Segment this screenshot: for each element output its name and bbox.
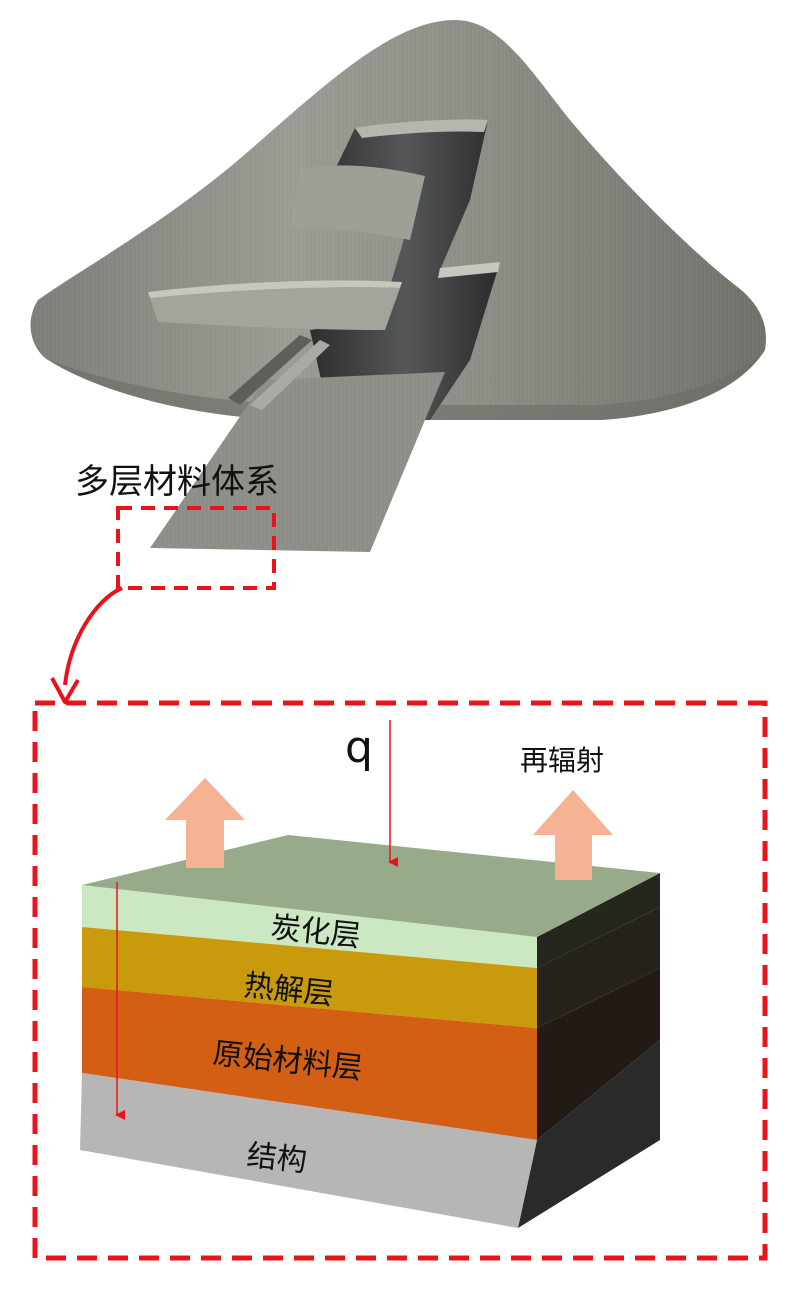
- peeled-layer-upper: [290, 165, 425, 240]
- detail-frame: [32, 700, 768, 1261]
- layer-front-pyrolysis: [82, 927, 537, 1028]
- up-block-arrow-icon-right: [533, 790, 613, 880]
- highlight-box-small: [116, 506, 276, 590]
- multilayer-system-label: 多层材料体系: [75, 462, 279, 502]
- curved-arrow-icon: [50, 586, 123, 704]
- reradiation-label: 再辐射: [520, 744, 604, 777]
- top-surface: [82, 835, 660, 937]
- layer-front-virgin: [82, 987, 537, 1140]
- layer-front-structure: [80, 1073, 537, 1228]
- layer-stack-block: [80, 835, 660, 1228]
- multilayer-model-render: [30, 20, 766, 552]
- peeled-layer-middle: [150, 287, 400, 330]
- up-block-arrow-icon: [165, 778, 245, 868]
- heat-flux-label: q: [345, 722, 373, 773]
- layer-front-char: [82, 885, 537, 968]
- cutaway-cavity: [310, 120, 500, 420]
- layer-label-structure: 结构: [245, 1138, 308, 1179]
